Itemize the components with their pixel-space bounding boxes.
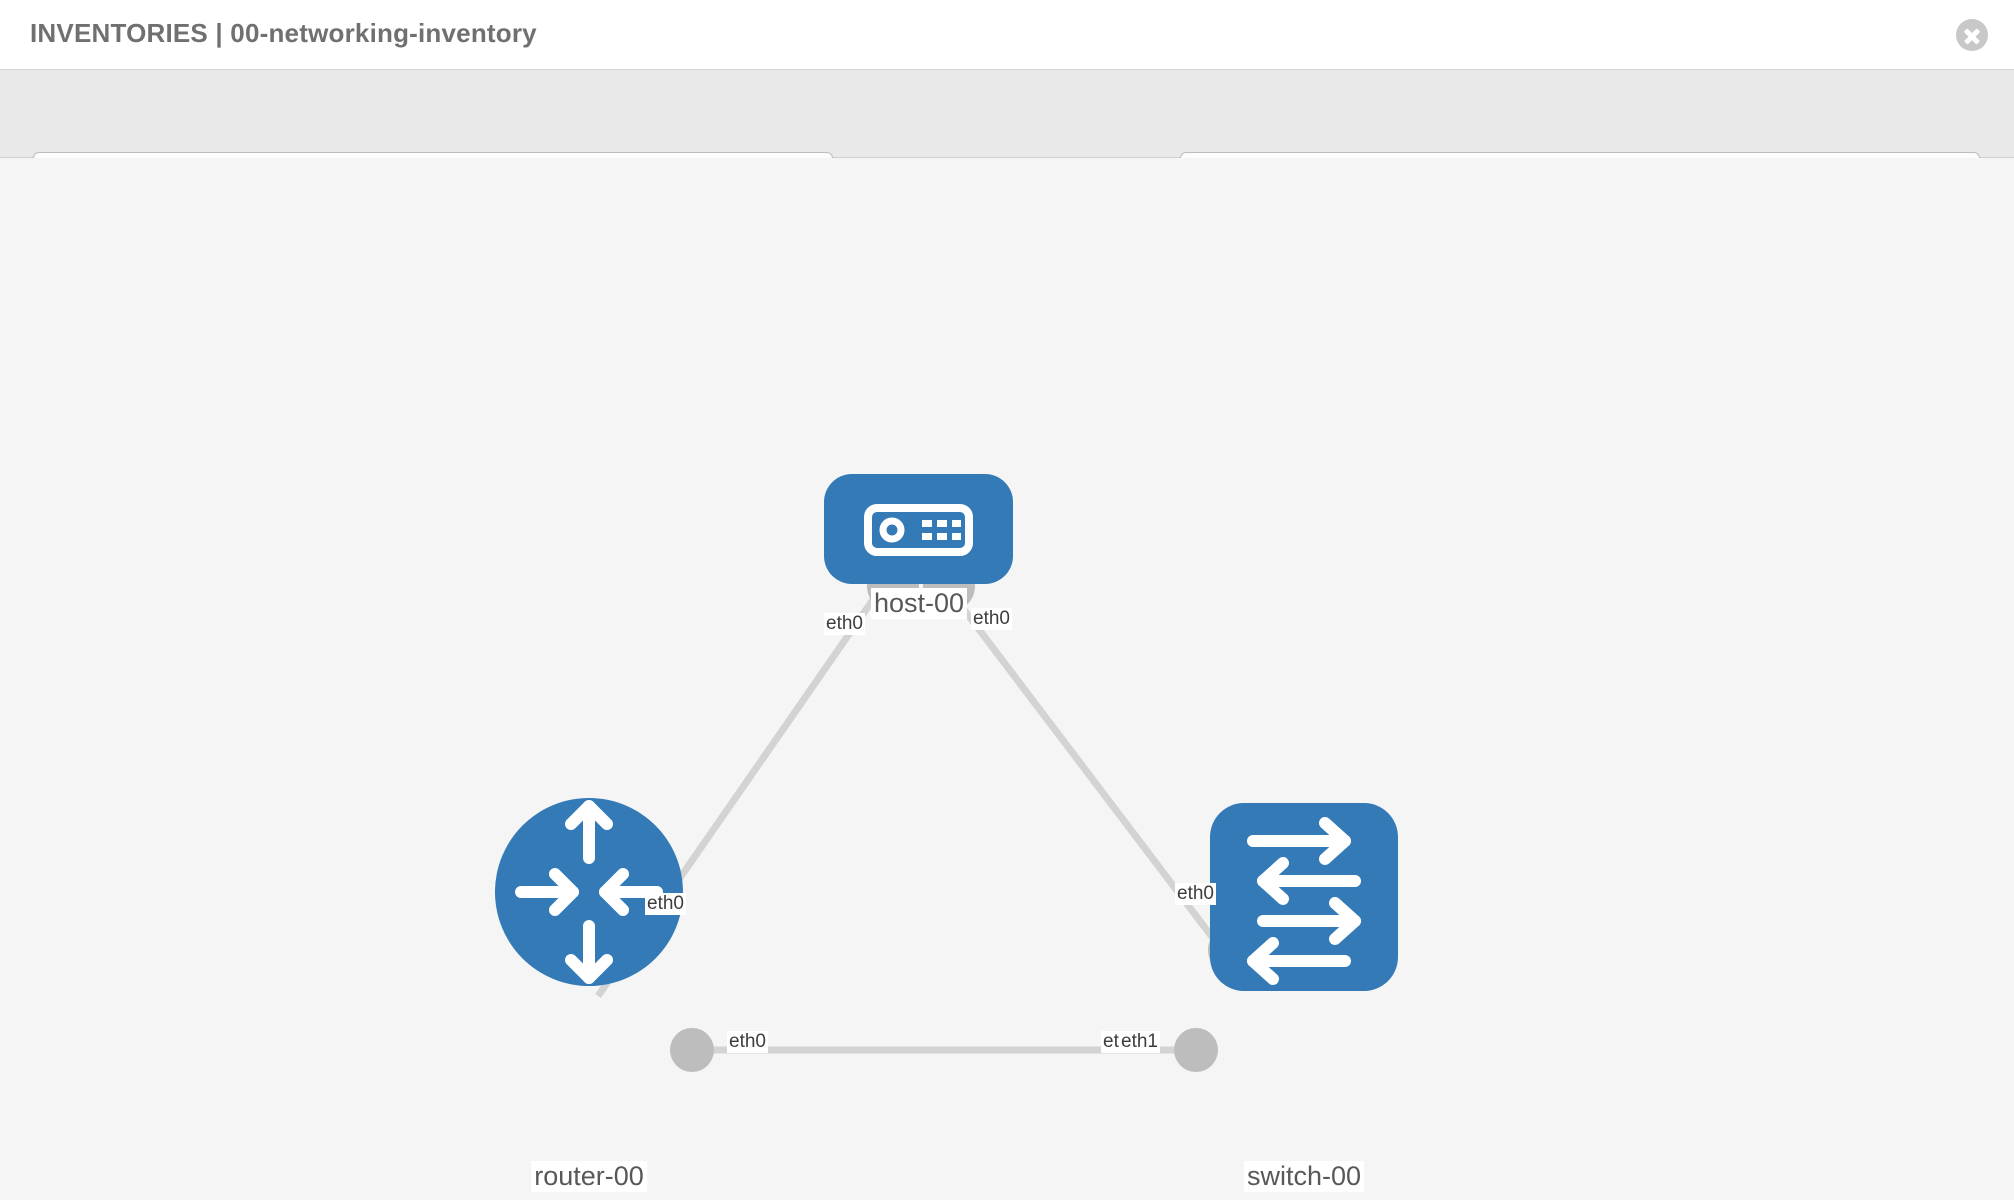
connector-router-right bbox=[670, 1028, 714, 1072]
edge-label-switch-left-eth1: eth1 bbox=[1119, 1031, 1160, 1053]
edge-label-router-right: eth0 bbox=[727, 1031, 768, 1053]
node-label-router-00: router-00 bbox=[531, 1161, 647, 1192]
edge-label-host-left: eth0 bbox=[824, 613, 865, 635]
topology-graph bbox=[495, 474, 1398, 1072]
node-label-switch-00: switch-00 bbox=[1243, 1161, 1365, 1192]
edge-label-switch-upper: eth0 bbox=[1175, 883, 1216, 905]
connector-switch-left bbox=[1174, 1028, 1218, 1072]
page-title: INVENTORIES | 00-networking-inventory bbox=[30, 18, 537, 48]
graph-connectors bbox=[670, 560, 1258, 1072]
graph-edges bbox=[595, 575, 1231, 1054]
edge-label-host-right: eth0 bbox=[971, 608, 1012, 630]
edge-label-router-upper: eth0 bbox=[645, 893, 686, 915]
node-switch-00[interactable] bbox=[1210, 803, 1398, 991]
page-header: INVENTORIES | 00-networking-inventory bbox=[0, 0, 2014, 70]
toolbar: ACTIONS SEARCH bbox=[0, 70, 2014, 202]
node-label-host-00: host-00 bbox=[870, 588, 968, 619]
node-host-00[interactable] bbox=[824, 474, 1013, 584]
node-router-00[interactable] bbox=[495, 798, 683, 986]
topology-canvas[interactable]: host-00 router-00 switch-00 eth0 eth0 et… bbox=[0, 158, 2014, 1200]
close-icon[interactable] bbox=[1956, 19, 1988, 51]
